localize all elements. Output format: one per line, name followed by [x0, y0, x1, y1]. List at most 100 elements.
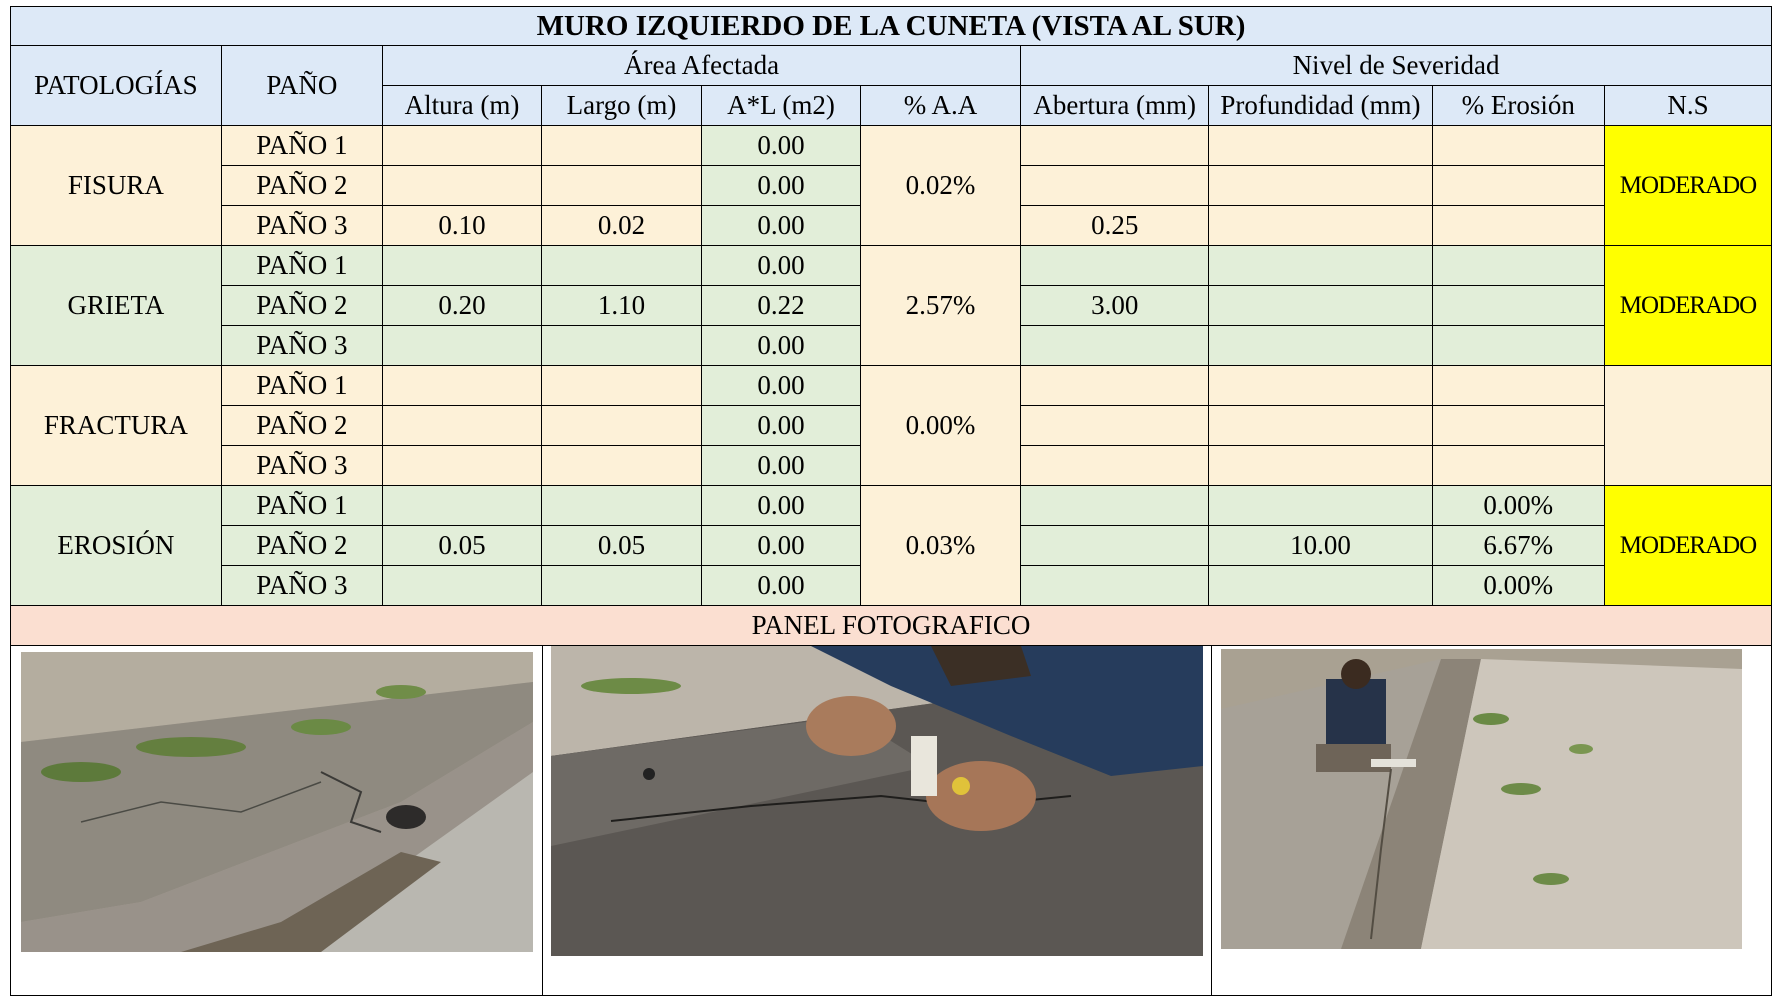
pano-cell: PAÑO 1 [220, 245, 384, 286]
table-row: FISURA PAÑO 1 0.00 0.02% MODERADO [10, 125, 1772, 246]
photo-measuring-crack [551, 646, 1203, 956]
altura-cell [382, 445, 542, 486]
header-pct-aa: % A.A [859, 85, 1022, 126]
axl-cell: 0.00 [701, 485, 861, 526]
altura-cell [382, 165, 542, 206]
altura-cell [382, 325, 542, 366]
photo-panel-title: PANEL FOTOGRAFICO [10, 605, 1772, 646]
pct-aa-cell: 0.00% [859, 365, 1022, 486]
largo-cell: 1.10 [540, 285, 703, 326]
pathology-table: MURO IZQUIERDO DE LA CUNETA (VISTA AL SU… [10, 6, 1772, 646]
table-title: MURO IZQUIERDO DE LA CUNETA (VISTA AL SU… [10, 6, 1772, 46]
axl-cell: 0.00 [701, 125, 861, 166]
header-pano: PAÑO [220, 45, 384, 126]
profundidad-cell [1208, 165, 1433, 206]
abertura-cell [1020, 365, 1210, 406]
largo-cell: 0.02 [540, 205, 703, 246]
pano-cell: PAÑO 2 [220, 285, 384, 326]
header-profundidad: Profundidad (mm) [1208, 85, 1433, 126]
largo-cell [540, 485, 703, 526]
photo-ditch-crack [21, 652, 533, 952]
profundidad-cell [1208, 565, 1433, 606]
table-row: PAÑO 3 0.10 0.02 0.00 0.25 [10, 205, 1772, 246]
table-row: EROSIÓN PAÑO 1 0.00 0.03% 0.00% MODERADO [10, 485, 1772, 606]
axl-cell: 0.00 [701, 445, 861, 486]
abertura-cell: 0.25 [1020, 205, 1210, 246]
profundidad-cell [1208, 405, 1433, 446]
ns-cell [1604, 365, 1772, 486]
erosion-cell [1431, 285, 1606, 326]
profundidad-cell [1208, 125, 1433, 166]
profundidad-cell: 10.00 [1208, 525, 1433, 566]
abertura-cell [1020, 125, 1210, 166]
altura-cell: 0.20 [382, 285, 542, 326]
pano-cell: PAÑO 3 [220, 445, 384, 486]
profundidad-cell [1208, 365, 1433, 406]
pano-cell: PAÑO 3 [220, 565, 384, 606]
profundidad-cell [1208, 245, 1433, 286]
altura-cell: 0.10 [382, 205, 542, 246]
pathology-name: EROSIÓN [10, 485, 222, 606]
photo-person-measuring [1221, 649, 1742, 949]
erosion-cell [1431, 165, 1606, 206]
largo-cell: 0.05 [540, 525, 703, 566]
erosion-cell [1431, 445, 1606, 486]
abertura-cell [1020, 485, 1210, 526]
header-pct-erosion: % Erosión [1431, 85, 1606, 126]
header-patologias: PATOLOGÍAS [10, 45, 222, 126]
pano-cell: PAÑO 2 [220, 405, 384, 446]
pano-cell: PAÑO 3 [220, 205, 384, 246]
header-ns: N.S [1604, 85, 1772, 126]
profundidad-cell [1208, 205, 1433, 246]
largo-cell [540, 165, 703, 206]
abertura-cell [1020, 325, 1210, 366]
pano-cell: PAÑO 1 [220, 365, 384, 406]
axl-cell: 0.00 [701, 365, 861, 406]
altura-cell [382, 405, 542, 446]
erosion-cell: 0.00% [1431, 485, 1606, 526]
ns-badge: MODERADO [1604, 485, 1772, 606]
altura-cell [382, 565, 542, 606]
pano-cell: PAÑO 2 [220, 525, 384, 566]
pano-cell: PAÑO 1 [220, 125, 384, 166]
header-nivel-severidad: Nivel de Severidad [1020, 45, 1772, 86]
axl-cell: 0.00 [701, 165, 861, 206]
altura-cell [382, 125, 542, 166]
header-altura: Altura (m) [382, 85, 542, 126]
erosion-cell [1431, 405, 1606, 446]
pathology-name: FRACTURA [10, 365, 222, 486]
largo-cell [540, 445, 703, 486]
table-row: GRIETA PAÑO 1 0.00 2.57% MODERADO [10, 245, 1772, 366]
largo-cell [540, 565, 703, 606]
largo-cell [540, 325, 703, 366]
report-sheet: MURO IZQUIERDO DE LA CUNETA (VISTA AL SU… [10, 6, 1772, 996]
abertura-cell [1020, 525, 1210, 566]
photo-divider [1211, 646, 1212, 995]
erosion-cell [1431, 365, 1606, 406]
abertura-cell [1020, 445, 1210, 486]
erosion-cell [1431, 245, 1606, 286]
axl-cell: 0.00 [701, 565, 861, 606]
pct-aa-cell: 2.57% [859, 245, 1022, 366]
profundidad-cell [1208, 445, 1433, 486]
axl-cell: 0.00 [701, 405, 861, 446]
axl-cell: 0.00 [701, 245, 861, 286]
photo-panel [10, 646, 1772, 996]
altura-cell [382, 365, 542, 406]
pano-cell: PAÑO 1 [220, 485, 384, 526]
abertura-cell [1020, 165, 1210, 206]
largo-cell [540, 245, 703, 286]
ns-badge: MODERADO [1604, 245, 1772, 366]
erosion-cell [1431, 125, 1606, 166]
pano-cell: PAÑO 3 [220, 325, 384, 366]
axl-cell: 0.00 [701, 205, 861, 246]
pano-cell: PAÑO 2 [220, 165, 384, 206]
header-axl: A*L (m2) [701, 85, 861, 126]
altura-cell: 0.05 [382, 525, 542, 566]
largo-cell [540, 365, 703, 406]
table-row: FRACTURA PAÑO 1 0.00 0.00% [10, 365, 1772, 486]
header-area-afectada: Área Afectada [382, 45, 1022, 86]
header-abertura: Abertura (mm) [1020, 85, 1210, 126]
axl-cell: 0.22 [701, 285, 861, 326]
profundidad-cell [1208, 325, 1433, 366]
